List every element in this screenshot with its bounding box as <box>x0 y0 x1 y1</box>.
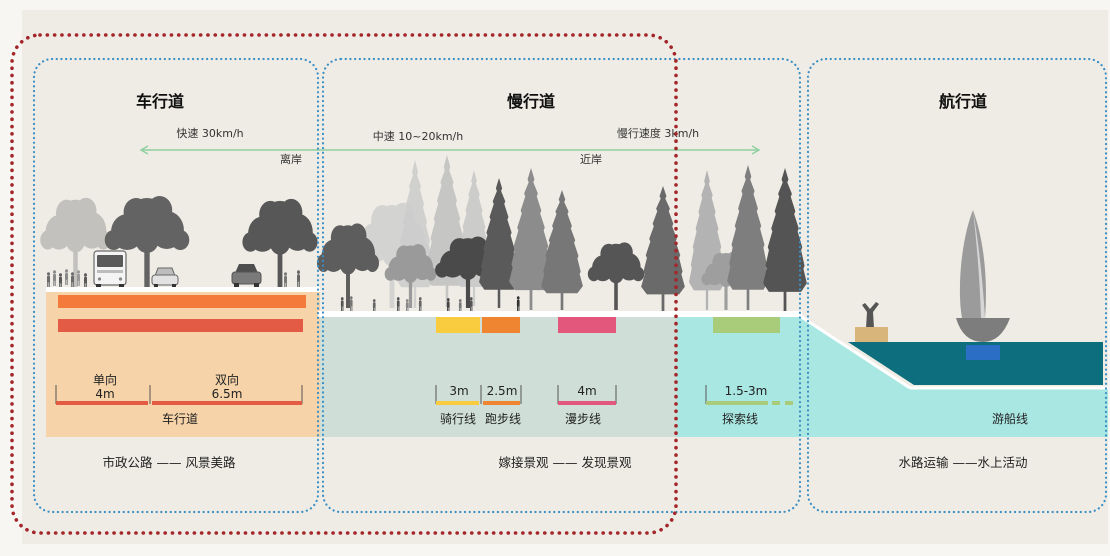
exploring-width-bar <box>706 401 768 405</box>
sailboat-icon <box>956 210 1010 360</box>
arrow-left-icon <box>139 145 149 155</box>
slow-lane-dimensions <box>435 385 796 405</box>
water-channel <box>848 342 1103 385</box>
road-lane-name: 车行道 <box>162 411 198 426</box>
water-zone-title: 航行道 <box>939 92 987 111</box>
slow-caption: 嫁接景观 —— 发现景观 <box>499 455 632 470</box>
offshore-label: 离岸 <box>280 152 302 166</box>
running-width: 2.5m <box>487 384 518 398</box>
slow-zone-fill <box>320 316 677 437</box>
speed-slow-label: 慢行速度 3km/h <box>617 126 699 140</box>
speed-fast-label: 快速 30km/h <box>176 127 243 140</box>
road-zone-border <box>32 57 320 514</box>
sculpture-icon <box>855 302 888 342</box>
promenade-surface <box>318 311 802 317</box>
one-way-width-bar <box>56 401 148 405</box>
boat-lane-marker <box>966 345 1000 360</box>
bus-icon <box>93 250 127 288</box>
boating-lane-name: 游船线 <box>992 412 1028 426</box>
road-zone-title: 车行道 <box>136 92 184 111</box>
car-icon <box>151 267 179 288</box>
road-zone-fill <box>46 290 320 437</box>
walking-lane-name: 漫步线 <box>565 412 601 426</box>
cycling-width-bar <box>436 401 479 405</box>
exploring-lane-block <box>713 317 780 333</box>
shore-slope <box>799 314 911 390</box>
cycling-lane-name: 骑行线 <box>440 412 476 426</box>
road-dimensions <box>55 385 303 405</box>
nearshore-label: 近岸 <box>580 153 602 166</box>
exploring-lane-name: 探索线 <box>722 412 758 426</box>
road-surface <box>46 287 320 292</box>
speed-medium-label: 中速 10~20km/h <box>373 130 463 143</box>
one-way-label: 单向 <box>93 372 117 387</box>
walking-width: 4m <box>577 384 596 398</box>
arrow-right-icon <box>751 145 761 155</box>
car-icon <box>231 264 262 288</box>
cycling-width: 3m <box>449 384 468 398</box>
slow-zone-border <box>321 57 802 514</box>
speed-arrow <box>139 145 761 155</box>
one-way-width: 4m <box>95 387 114 401</box>
running-width-bar <box>483 401 520 405</box>
two-way-width: 6.5m <box>212 387 243 401</box>
two-way-width-bar <box>152 401 302 405</box>
walking-lane-block <box>558 317 616 333</box>
water-zone-border <box>806 57 1108 514</box>
slow-zone-title: 慢行道 <box>507 92 555 111</box>
road-lane-bar-upper <box>58 295 306 308</box>
running-lane-block <box>482 317 520 333</box>
cycling-lane-block <box>436 317 480 333</box>
running-lane-name: 跑步线 <box>485 412 521 426</box>
water-caption: 水路运输 ——水上活动 <box>899 455 1028 470</box>
road-caption: 市政公路 —— 风景美路 <box>103 455 236 470</box>
waterfront-zone-fill <box>677 316 1108 437</box>
road-lane-bar-lower <box>58 319 303 332</box>
walking-width-bar <box>558 401 616 405</box>
exploring-width: 1.5-3m <box>725 384 768 398</box>
two-way-label: 双向 <box>215 372 239 387</box>
